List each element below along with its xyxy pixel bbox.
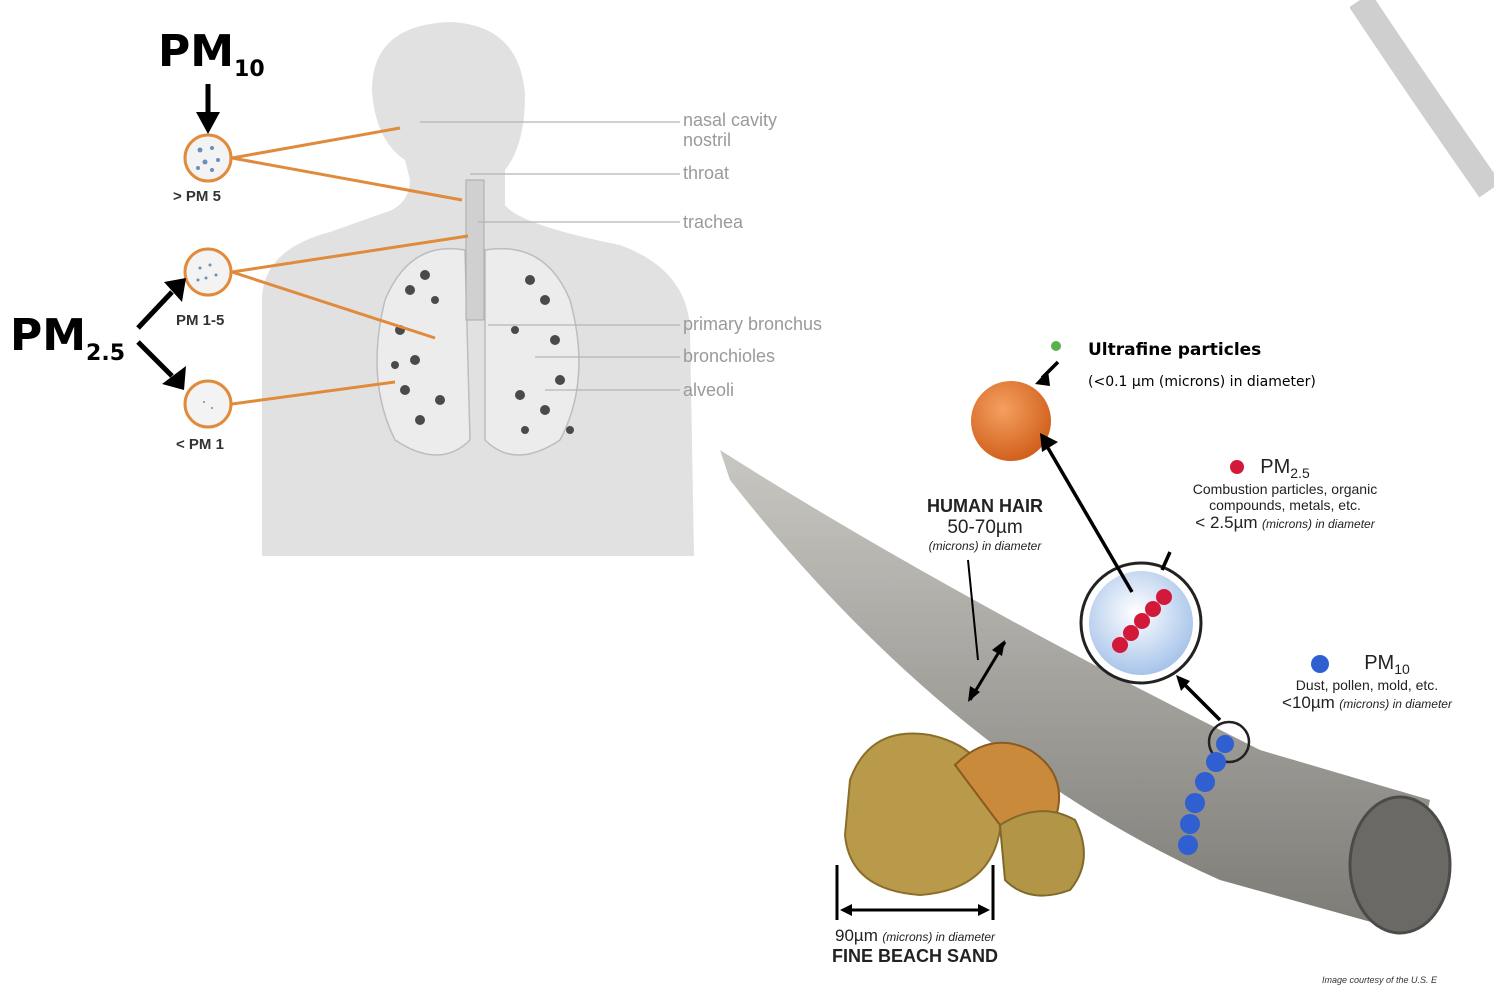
ultrafine-description: (<0.1 µm (microns) in diameter) — [1088, 374, 1316, 390]
label-throat: throat — [683, 163, 729, 184]
pm10-unit-note: (microns) in diameter — [1339, 697, 1452, 711]
pm25-title: PM2.5 — [1140, 456, 1430, 481]
hair-title: HUMAN HAIR — [890, 496, 1080, 517]
pm25-legend: PM2.5 Combustion particles, organic comp… — [1140, 456, 1430, 533]
label-nasal-cavity: nasal cavity — [683, 110, 777, 131]
image-credit: Image courtesy of the U.S. E — [1322, 975, 1437, 985]
hair-label: HUMAN HAIR 50-70µm (microns) in diameter — [890, 496, 1080, 553]
pm25-heading: PM2.5 — [10, 310, 125, 366]
sand-title: FINE BEACH SAND — [790, 946, 1040, 967]
pm25-line2: compounds, metals, etc. — [1140, 497, 1430, 513]
pm25-size-row: < 2.5µm (microns) in diameter — [1140, 513, 1430, 533]
pm25-size: < 2.5µm — [1195, 513, 1257, 532]
sand-label: 90µm (microns) in diameter FINE BEACH SA… — [790, 926, 1040, 967]
pm10-title: PM10 — [1240, 652, 1494, 677]
pm25-unit-note: (microns) in diameter — [1262, 517, 1375, 531]
pm10-legend: PM10 Dust, pollen, mold, etc. <10µm (mic… — [1240, 652, 1494, 713]
pm10-line1: Dust, pollen, mold, etc. — [1240, 677, 1494, 693]
circle-label-gt-pm5: > PM 5 — [173, 188, 221, 205]
pm10-heading: PM10 — [158, 26, 265, 82]
circle-label-pm1-5: PM 1-5 — [176, 312, 224, 329]
decorative-arc — [1350, 0, 1494, 200]
hair-unit-note: (microns) in diameter — [890, 539, 1080, 553]
pm10-size-row: <10µm (microns) in diameter — [1240, 693, 1494, 713]
sand-unit-note: (microns) in diameter — [882, 930, 995, 944]
label-nostril: nostril — [683, 130, 731, 151]
sand-size-row: 90µm (microns) in diameter — [790, 926, 1040, 946]
label-trachea: trachea — [683, 212, 743, 233]
circle-label-lt-pm1: < PM 1 — [176, 436, 224, 453]
pm25-line1: Combustion particles, organic — [1140, 481, 1430, 497]
ultrafine-title: Ultrafine particles — [1088, 340, 1261, 360]
hair-size: 50-70µm — [890, 517, 1080, 539]
sand-size: 90µm — [835, 926, 878, 945]
pm10-size: <10µm — [1282, 693, 1335, 712]
